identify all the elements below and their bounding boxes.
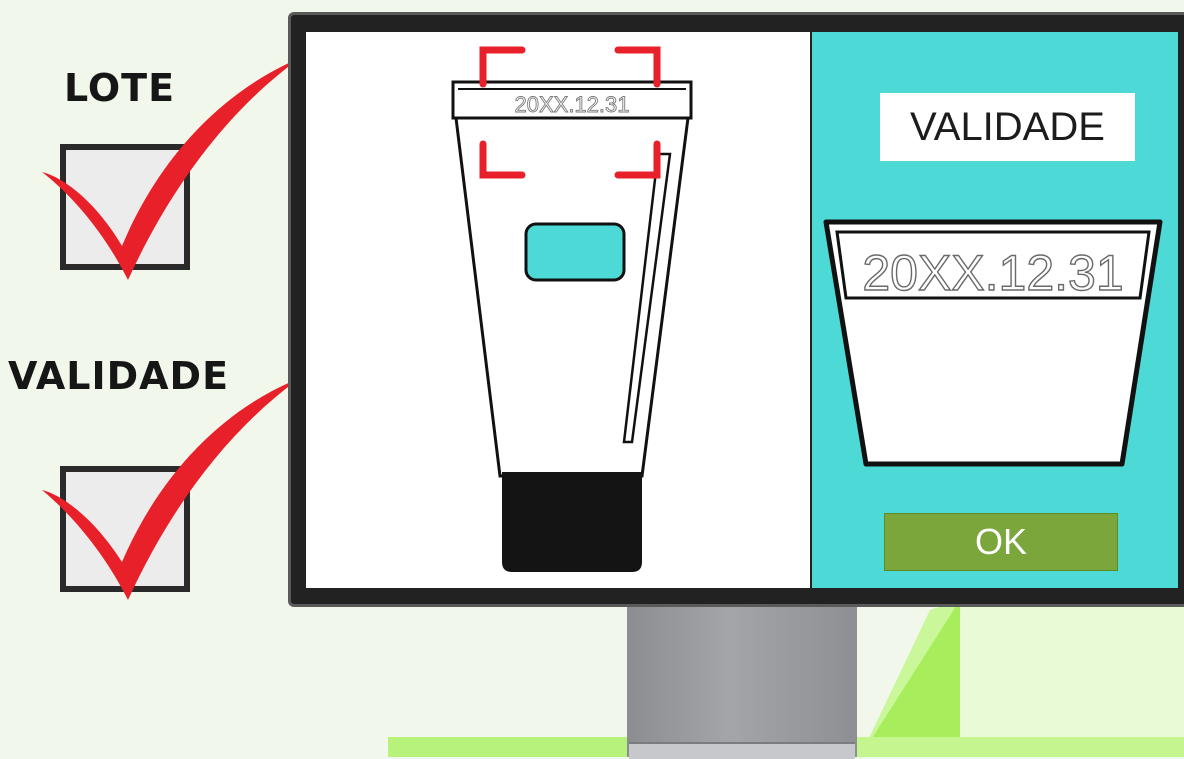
monitor: 20XX.12.31 VALIDADE 20XX.12.31 OK [288, 12, 1184, 607]
detected-code: 20XX.12.31 [862, 245, 1123, 301]
validation-panel: VALIDADE 20XX.12.31 OK [810, 32, 1178, 588]
checkmarks-layer [0, 0, 320, 757]
monitor-stand [627, 607, 857, 757]
checkmark-icon [42, 58, 300, 280]
monitor-stand-base [629, 742, 855, 759]
checkmark-icon [42, 378, 300, 600]
tube-illustration: 20XX.12.31 [306, 32, 810, 588]
screen: 20XX.12.31 VALIDADE 20XX.12.31 OK [306, 32, 1178, 588]
tube-printed-code: 20XX.12.31 [515, 92, 630, 117]
tube-closeup: 20XX.12.31 [812, 210, 1178, 470]
camera-view: 20XX.12.31 [306, 32, 810, 588]
panel-title: VALIDADE [880, 93, 1135, 161]
ok-button[interactable]: OK [884, 513, 1118, 571]
